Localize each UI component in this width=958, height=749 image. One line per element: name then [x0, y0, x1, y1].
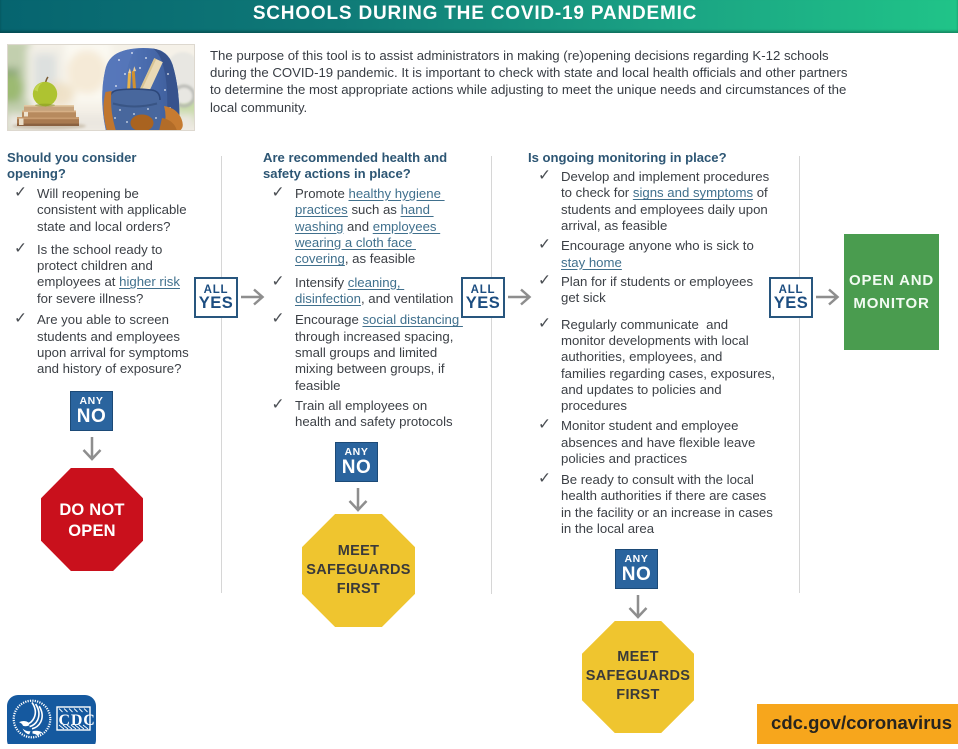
svg-text:CDC: CDC	[59, 712, 96, 729]
